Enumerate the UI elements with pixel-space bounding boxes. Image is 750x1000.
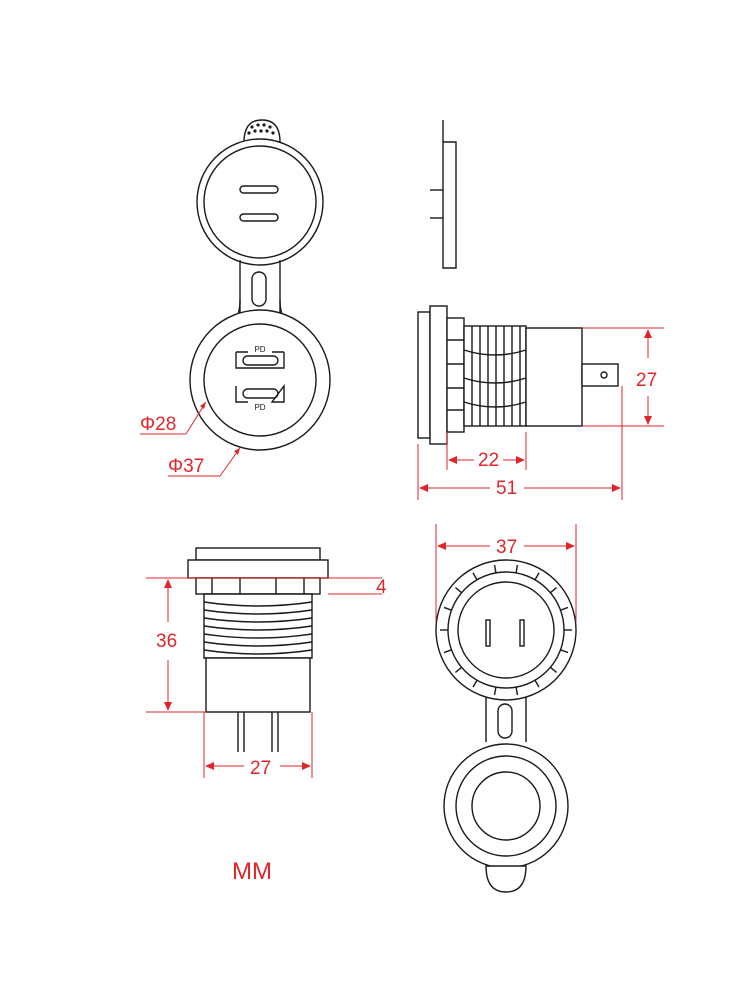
- elevation-dimensions: [146, 577, 382, 778]
- dim-length-51: 51: [496, 478, 517, 499]
- side-dimensions: [417, 327, 664, 500]
- unit-label: MM: [232, 858, 272, 885]
- thread-lines: [463, 326, 527, 426]
- flange-notch: [493, 564, 497, 574]
- cap-inner: [203, 145, 317, 259]
- dim-diameter-37: 37: [496, 537, 517, 558]
- flange-notch: [515, 564, 519, 574]
- dim-width-27: 27: [250, 758, 271, 779]
- diameter-leaders: [140, 401, 241, 477]
- flange-notch: [534, 679, 540, 688]
- socket-outer: [189, 309, 331, 451]
- flange-notch: [454, 587, 463, 594]
- flange-notch: [443, 649, 452, 654]
- flange-notches: [440, 564, 572, 696]
- flange-notch: [472, 572, 478, 581]
- dim-phi37: Φ37: [168, 456, 204, 477]
- port-label-top: PD: [254, 345, 265, 354]
- flange-notch: [493, 686, 497, 696]
- flange-notch: [549, 666, 558, 673]
- flange-notch: [560, 649, 569, 654]
- flange-notch: [454, 666, 463, 673]
- dim-phi28: Φ28: [140, 414, 176, 435]
- dim-height-27: 27: [636, 370, 657, 391]
- rear-view: [435, 559, 577, 893]
- dim-height-36: 36: [156, 631, 177, 652]
- cap-outer: [196, 138, 324, 266]
- hinge-dots: [247, 123, 275, 135]
- flange-notch: [472, 679, 478, 688]
- side-view: [417, 120, 619, 445]
- flange-notch: [549, 587, 558, 594]
- elevation-view: [187, 547, 329, 752]
- flange-notch: [534, 572, 540, 581]
- front-view: PD PD: [189, 119, 331, 451]
- dim-depth-22: 22: [478, 450, 499, 471]
- flange-notch: [515, 686, 519, 696]
- rear-dimensions: [435, 524, 577, 622]
- dim-flange-4: 4: [376, 577, 387, 598]
- flange-notch: [560, 606, 569, 611]
- flange-notch: [443, 606, 452, 611]
- thread-lines: [203, 593, 313, 659]
- port-label-bottom: PD: [254, 403, 265, 412]
- socket-inner: [203, 323, 317, 437]
